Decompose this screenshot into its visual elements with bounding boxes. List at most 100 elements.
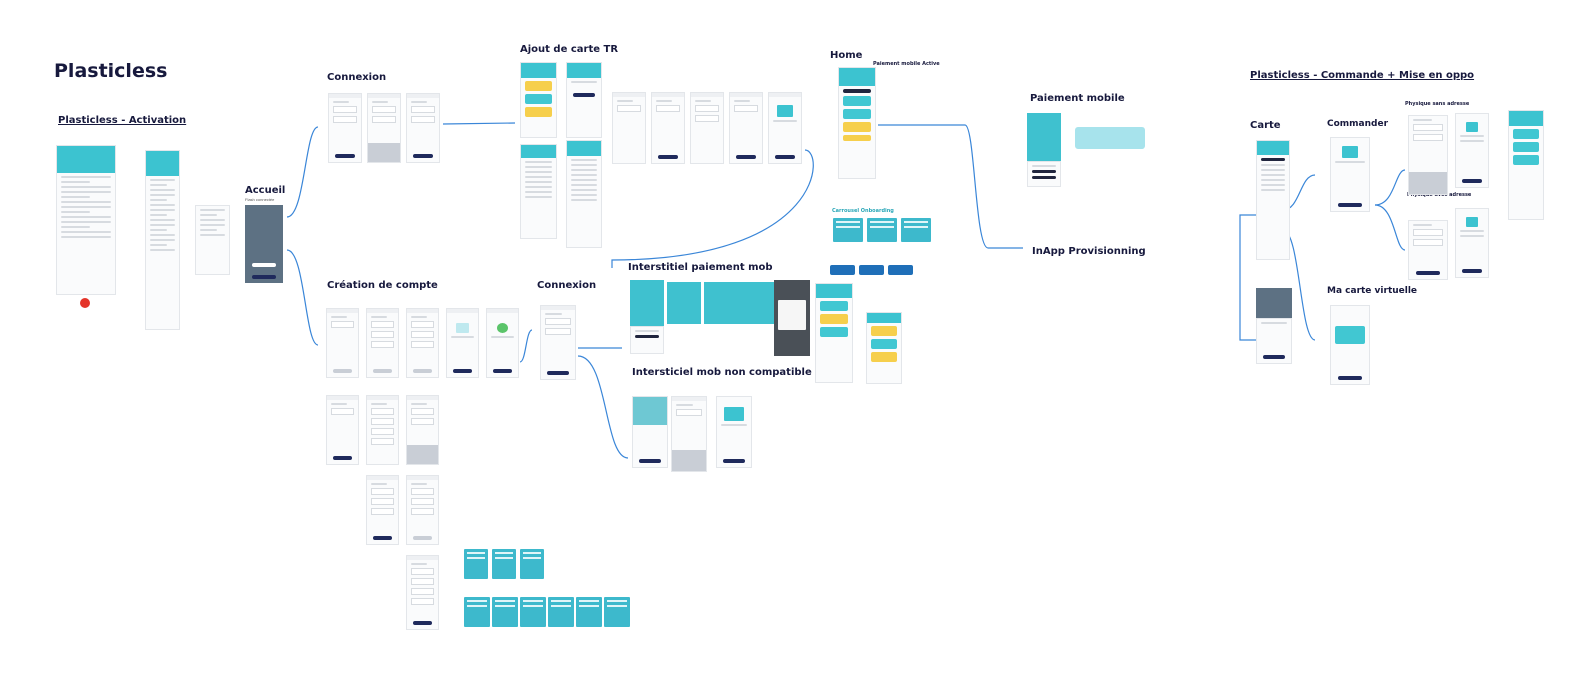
carrousel-slide-1 bbox=[833, 218, 863, 242]
onboarding-tile-6 bbox=[520, 597, 546, 627]
connexion-screen-1 bbox=[328, 93, 362, 163]
nc-screen-1 bbox=[632, 396, 668, 468]
commander-screen bbox=[1330, 137, 1370, 212]
creation-label: Création de compte bbox=[327, 280, 438, 291]
interstitiel-home-screen-2 bbox=[866, 312, 902, 384]
paiement-note bbox=[1075, 127, 1145, 149]
interstitiel-dark-screen bbox=[774, 280, 810, 356]
home-screen bbox=[838, 67, 876, 179]
creation-screen-9 bbox=[366, 475, 399, 545]
interstitiel-screen-1 bbox=[630, 280, 664, 326]
ajout-form-1 bbox=[612, 92, 646, 164]
arrow-connexion-ajout bbox=[442, 122, 516, 125]
physique-sans-label: Physique sans adresse bbox=[1405, 101, 1470, 107]
arrow-accueil-connexion bbox=[286, 126, 319, 218]
activation-app-screen bbox=[195, 205, 230, 275]
ajout-empty-screen bbox=[566, 62, 602, 138]
onboarding-tile-8 bbox=[576, 597, 602, 627]
creation-screen-7 bbox=[366, 395, 399, 465]
carte-screen bbox=[1256, 140, 1290, 260]
paiement-mobile-footer bbox=[1027, 161, 1061, 187]
ajout-success bbox=[768, 92, 802, 164]
info-chip-2 bbox=[859, 265, 884, 275]
arrow-connexion2-noncompatible bbox=[577, 355, 629, 459]
carrousel-slide-3 bbox=[901, 218, 931, 242]
inapp-label: InApp Provisionning bbox=[1032, 246, 1146, 257]
onboarding-tile-1 bbox=[464, 549, 488, 579]
paiement-mobile-screen bbox=[1027, 113, 1061, 161]
interstitiel-label: Interstitiel paiement mob bbox=[628, 262, 773, 273]
carte-photo bbox=[1256, 288, 1292, 318]
info-chip-1 bbox=[830, 265, 855, 275]
creation-screen-3 bbox=[406, 308, 439, 378]
activation-email-mockup bbox=[56, 145, 116, 295]
onboarding-tile-2 bbox=[492, 549, 516, 579]
onboarding-tile-5 bbox=[492, 597, 518, 627]
interstitiel-screen-3 bbox=[704, 282, 740, 324]
interstitiel-footer-1 bbox=[630, 326, 664, 354]
creation-screen-10 bbox=[406, 475, 439, 545]
creation-screen-5 bbox=[486, 308, 519, 378]
ajout-list-screen-2 bbox=[566, 140, 602, 248]
ajout-form-2 bbox=[651, 92, 685, 164]
creation-screen-2 bbox=[366, 308, 399, 378]
ajout-form-3 bbox=[690, 92, 724, 164]
creation-screen-11 bbox=[406, 555, 439, 630]
onboarding-tile-7 bbox=[548, 597, 574, 627]
accueil-sublabel: Flash connectée bbox=[245, 197, 275, 202]
physique-avec-confirm bbox=[1455, 208, 1489, 278]
connexion2-screen bbox=[540, 305, 576, 380]
carte-virtual-screen bbox=[1256, 318, 1292, 364]
physique-avec-form bbox=[1408, 220, 1448, 280]
ajout-label: Ajout de carte TR bbox=[520, 44, 619, 55]
home-label: Home bbox=[830, 50, 863, 61]
connexion-screen-3 bbox=[406, 93, 440, 163]
creation-screen-4 bbox=[446, 308, 479, 378]
activation-title: Plasticless - Activation bbox=[58, 115, 187, 126]
accueil-label: Accueil bbox=[245, 185, 286, 196]
commande-title: Plasticless - Commande + Mise en oppo bbox=[1250, 70, 1475, 81]
nc-screen-2 bbox=[671, 396, 707, 472]
arrow-commander-physique-avec bbox=[1374, 204, 1406, 251]
paiement-label: Paiement mobile bbox=[1030, 93, 1125, 104]
carte-label: Carte bbox=[1250, 120, 1281, 131]
virtuelle-screen bbox=[1330, 305, 1370, 385]
physique-sans-home bbox=[1508, 110, 1544, 220]
brand-logo bbox=[80, 298, 90, 308]
arrow-carte-loop bbox=[1239, 214, 1256, 341]
commander-label: Commander bbox=[1327, 119, 1389, 129]
onboarding-tile-3 bbox=[520, 549, 544, 579]
home-sublabel: Paiement mobile Active bbox=[873, 61, 940, 67]
accueil-screen bbox=[245, 205, 283, 283]
carrousel-slide-2 bbox=[867, 218, 897, 242]
activation-email-long-mockup bbox=[145, 150, 180, 330]
onboarding-tile-9 bbox=[604, 597, 630, 627]
arrow-accueil-creation bbox=[286, 249, 319, 346]
arrow-commander-physique-sans bbox=[1374, 169, 1406, 206]
creation-screen-8 bbox=[406, 395, 439, 465]
arrow-creation-connexion2 bbox=[519, 329, 533, 363]
connexion-label: Connexion bbox=[327, 72, 387, 83]
interstitiel-nc-label: Intersticiel mob non compatible bbox=[632, 367, 812, 378]
ajout-list-screen bbox=[520, 144, 557, 239]
virtuelle-label: Ma carte virtuelle bbox=[1327, 286, 1418, 296]
connexion-screen-2 bbox=[367, 93, 401, 163]
creation-screen-1 bbox=[326, 308, 359, 378]
interstitiel-home-screen bbox=[815, 283, 853, 383]
physique-sans-form bbox=[1408, 115, 1448, 195]
connexion2-label: Connexion bbox=[537, 280, 597, 291]
ajout-home-screen bbox=[520, 62, 557, 138]
onboarding-tile-4 bbox=[464, 597, 490, 627]
info-chip-3 bbox=[888, 265, 913, 275]
ajout-form-4 bbox=[729, 92, 763, 164]
nc-screen-3 bbox=[716, 396, 752, 468]
page-title: Plasticless bbox=[54, 60, 168, 82]
physique-sans-confirm bbox=[1455, 113, 1489, 188]
physique-avec-label: Physique avec adresse bbox=[1407, 192, 1472, 198]
arrow-ajout-home bbox=[611, 149, 814, 268]
interstitiel-screen-2 bbox=[667, 282, 701, 324]
carrousel-label: Carrousel Onboarding bbox=[832, 208, 894, 214]
creation-screen-6 bbox=[326, 395, 359, 465]
